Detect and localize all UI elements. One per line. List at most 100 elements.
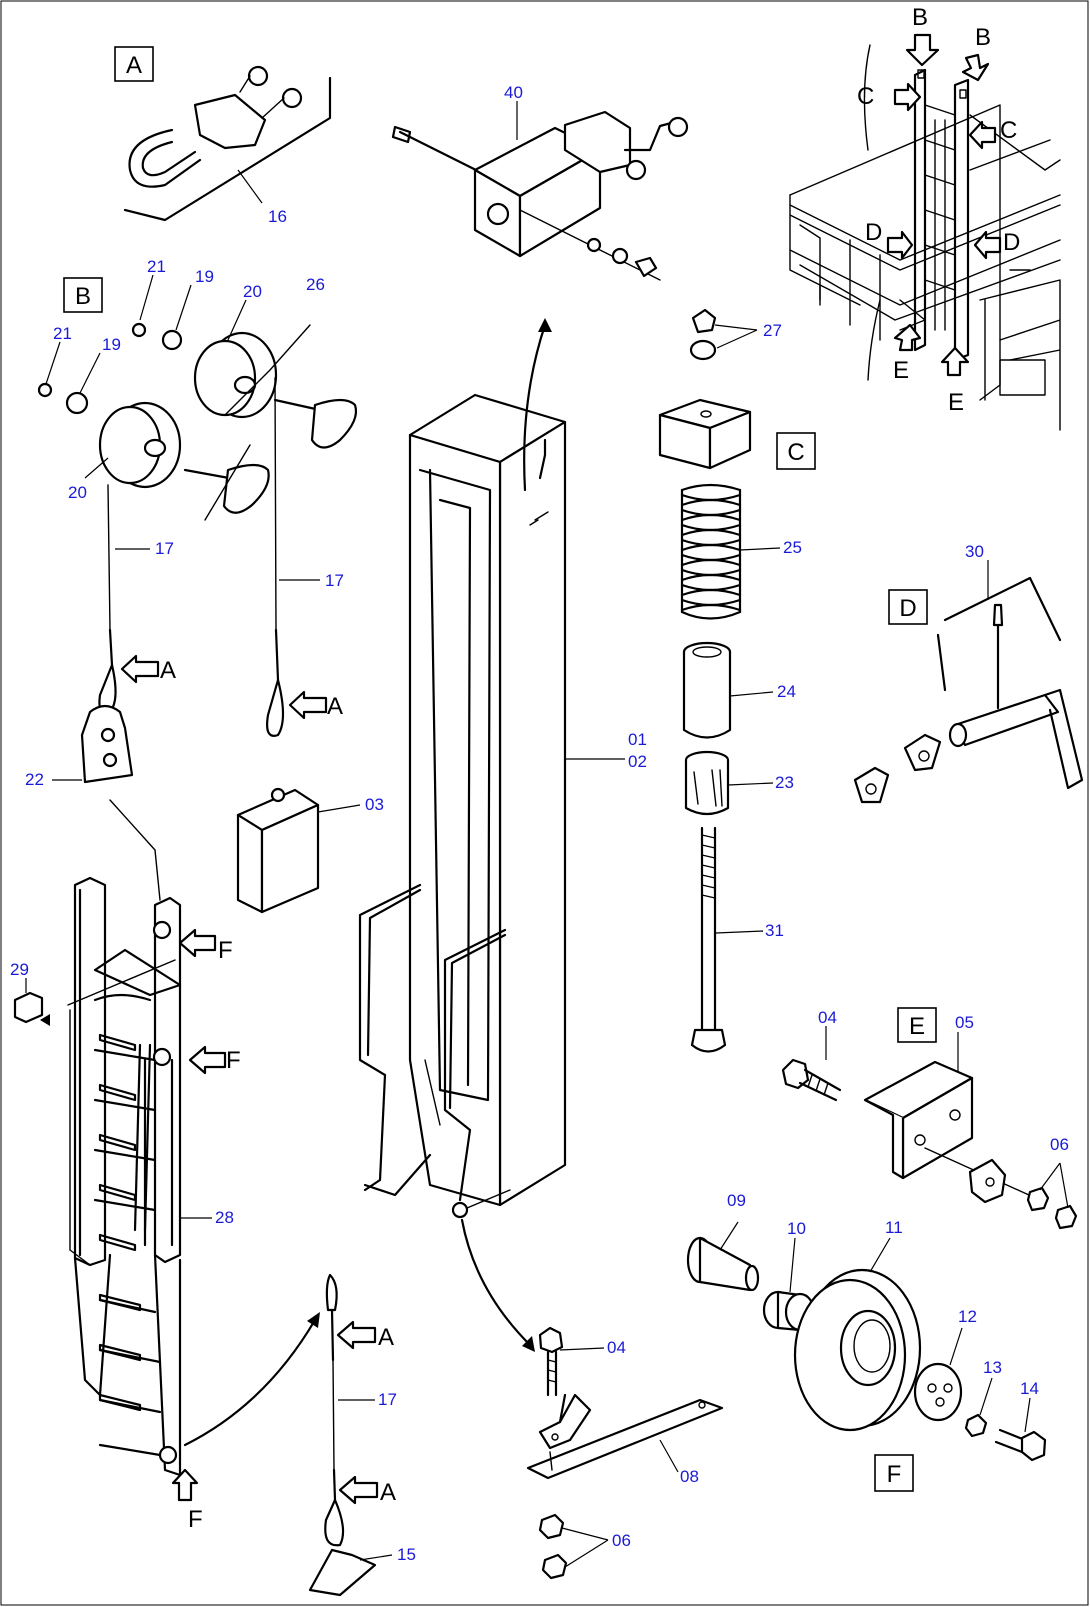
view-arrow-f3: [171, 1468, 199, 1502]
detail-box-c: C: [776, 432, 816, 470]
view-arrow-a2: [288, 690, 328, 720]
coil-spring-25: [680, 483, 742, 620]
bolt-14: [994, 1428, 1047, 1462]
part-number-label: 17: [155, 539, 174, 558]
part-number-label: 24: [777, 682, 796, 701]
part-number-label: 13: [983, 1358, 1002, 1377]
view-arrow-f2: [188, 1045, 227, 1075]
view-letter-label: C: [787, 439, 804, 466]
view-letter-c1: C: [857, 83, 874, 110]
sheave-assembly-upper: [131, 322, 358, 449]
view-letter-b2: B: [975, 24, 991, 51]
detail-box-f: F: [874, 1454, 914, 1492]
part-number-label: 10: [787, 1219, 806, 1238]
view-letter-b1: B: [912, 4, 928, 31]
part-number-label: 20: [243, 282, 262, 301]
view-letter-label: A: [378, 1324, 394, 1351]
view-letter-label: B: [75, 283, 91, 310]
u-bolt-clamp-16: [123, 65, 332, 222]
view-letter-label: A: [126, 52, 142, 79]
nuts-06-lower: [538, 1513, 568, 1580]
part-number-label: 09: [727, 1191, 746, 1210]
detail-box-a: A: [114, 46, 154, 82]
part-number-label: 06: [612, 1531, 631, 1550]
bolt-04-lower: [538, 1326, 564, 1397]
part-number-label: 19: [102, 335, 121, 354]
detail-box-d: D: [888, 589, 928, 625]
long-bolt-31: [690, 826, 727, 1053]
view-arrow-a3: [336, 1320, 377, 1350]
view-letter-d2: D: [1003, 229, 1020, 256]
part-number-label: 04: [607, 1338, 626, 1357]
part-number-label: 28: [215, 1208, 234, 1227]
part-number-label: 21: [53, 324, 72, 343]
wire-rope-17-lower: [324, 1273, 345, 1547]
part-number-label: 21: [147, 257, 166, 276]
part-number-label: 20: [68, 483, 87, 502]
part-number-label: 23: [775, 773, 794, 792]
washer-nuts-06-upper: [968, 1158, 1078, 1230]
counterweight-03: [236, 787, 320, 914]
bracket-08: [526, 1393, 724, 1480]
spring-stack: [658, 308, 752, 1053]
bushing-23: [684, 750, 730, 816]
part-number-label: 30: [965, 542, 984, 561]
part-number-label: 02: [628, 752, 647, 771]
view-letter-c2: C: [1000, 117, 1017, 144]
mast-column-01-02: [358, 318, 567, 1219]
bolt-04-upper: [781, 1058, 842, 1102]
part-number-label: 29: [10, 960, 29, 979]
part-number-label: 05: [955, 1013, 974, 1032]
view-arrow-a1: [120, 654, 160, 684]
lock-washer-13: [964, 1413, 988, 1438]
pin-09: [686, 1236, 760, 1292]
part-number-label: 15: [397, 1545, 416, 1564]
view-arrow-a4: [338, 1475, 379, 1505]
view-letter-label: A: [327, 693, 343, 720]
part-number-label: 19: [195, 267, 214, 286]
crank-handle-30: [853, 576, 1084, 804]
wire-rope-17-right: [266, 377, 285, 737]
limit-switch-40: [391, 110, 689, 281]
view-letter-e1: E: [893, 357, 909, 384]
view-arrows-top-right: [886, 33, 1002, 377]
view-letter-label: A: [380, 1479, 396, 1506]
view-arrow-f1: [178, 928, 217, 958]
part-number-label: 06: [1050, 1135, 1069, 1154]
part-number-label: 27: [763, 321, 782, 340]
view-letter-d1: D: [865, 219, 882, 246]
detail-box-e: E: [897, 1007, 937, 1043]
view-letter-label: F: [226, 1047, 241, 1074]
view-letter-label: E: [909, 1013, 925, 1040]
view-letter-label: F: [218, 937, 233, 964]
angle-bracket-05: [863, 1060, 1041, 1201]
view-letter-label: F: [887, 1461, 902, 1488]
part-number-label: 17: [325, 571, 344, 590]
view-letter-label: D: [899, 595, 916, 622]
bushing-10: [762, 1290, 816, 1332]
sheave-assembly-lower: [37, 324, 311, 521]
part-number-label: 14: [1020, 1379, 1039, 1398]
part-number-label: 11: [885, 1218, 903, 1237]
end-cap-29: [13, 991, 44, 1024]
part-number-label: 25: [783, 538, 802, 557]
part-number-label: 22: [25, 770, 44, 789]
thimble-15: [308, 1548, 377, 1597]
view-letter-label: A: [160, 657, 176, 684]
plate-22: [80, 704, 161, 901]
part-number-label: 31: [765, 921, 784, 940]
washer-12: [913, 1362, 963, 1422]
part-number-label: 12: [958, 1307, 977, 1326]
part-number-label: 01: [628, 730, 647, 749]
part-number-label: 08: [680, 1467, 699, 1486]
part-number-label: 40: [504, 83, 523, 102]
part-number-label: 04: [818, 1008, 837, 1027]
sleeve-24: [682, 641, 732, 739]
view-letter-e2: E: [948, 389, 964, 416]
ladder-28: [40, 876, 182, 1477]
view-letter-label: F: [188, 1506, 203, 1533]
wire-rope-17-left: [98, 484, 117, 715]
part-number-label: 16: [268, 207, 287, 226]
detail-box-b: B: [63, 277, 103, 313]
